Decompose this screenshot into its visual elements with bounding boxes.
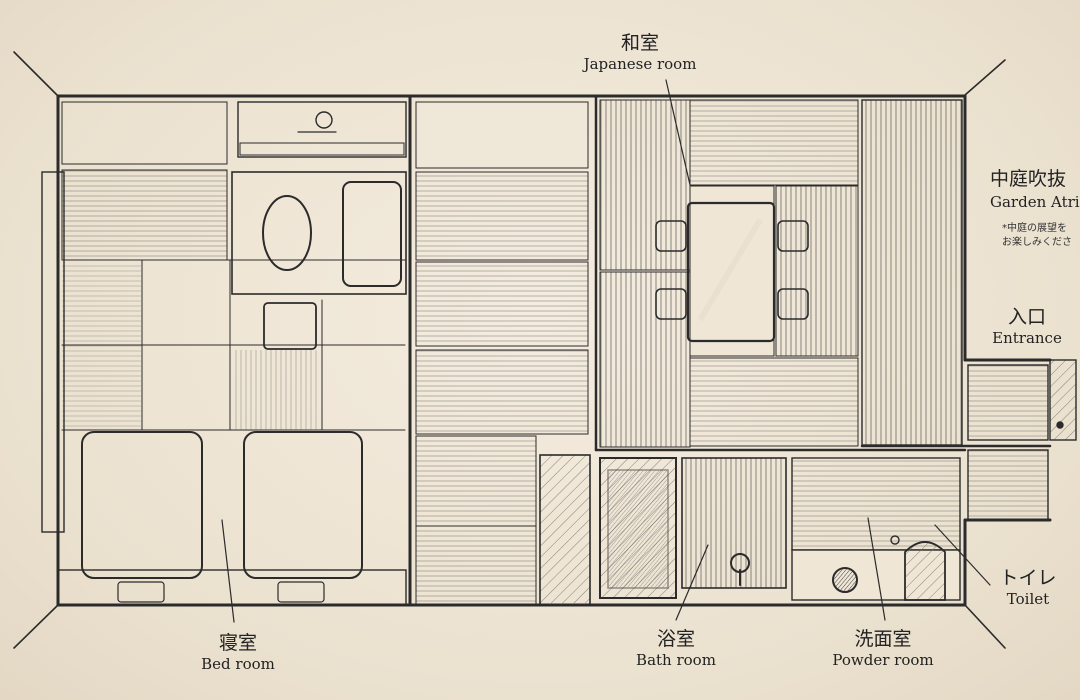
label-bed-room-jp: 寝室 <box>218 632 258 654</box>
label-garden-atrium-block: 中庭吹抜 Garden Atri <box>990 168 1080 212</box>
label-bed-room-en: Bed room <box>201 655 275 673</box>
bath-area <box>599 457 787 599</box>
label-powder-room: 洗面室 Powder room <box>832 628 933 670</box>
garden-note: *中庭の展望を お楽しみくださ <box>1002 222 1072 250</box>
dining-table <box>655 201 809 343</box>
label-entrance-jp: 入口 <box>1007 306 1047 328</box>
label-toilet-en: Toilet <box>1006 590 1050 608</box>
bedroom-area <box>41 101 407 606</box>
label-entrance: 入口 Entrance <box>992 306 1062 348</box>
perspective-corners <box>13 51 1006 649</box>
label-bath-room-en: Bath room <box>636 651 716 669</box>
leader-lines <box>221 79 991 623</box>
label-garden-atrium-jp-text: 中庭吹抜 <box>990 168 1067 190</box>
label-bath-room: 浴室 Bath room <box>636 628 716 670</box>
label-garden-atrium-en: Garden Atri <box>990 193 1080 211</box>
label-toilet-jp: トイレ <box>999 567 1057 589</box>
label-bath-room-jp: 浴室 <box>656 628 696 650</box>
label-japanese-room-jp: 和室 <box>620 32 659 54</box>
label-powder-room-en: Powder room <box>832 651 934 669</box>
label-toilet: トイレ Toilet <box>999 567 1056 609</box>
label-entrance-en: Entrance <box>992 329 1062 347</box>
japanese-room-area <box>599 99 963 448</box>
powder-area <box>791 457 961 601</box>
label-bed-room: 寝室 Bed room <box>201 632 275 674</box>
label-japanese-room-en: Japanese room <box>583 55 697 73</box>
entrance-area <box>860 359 1077 448</box>
middle-tatami <box>415 101 591 606</box>
label-powder-room-jp: 洗面室 <box>854 628 912 650</box>
toilet-area <box>967 449 1049 521</box>
garden-note-line1: *中庭の展望を <box>1002 223 1067 234</box>
garden-note-line2: お楽しみくださ <box>1002 237 1072 248</box>
label-japanese-room: 和室 Japanese room <box>584 32 697 74</box>
